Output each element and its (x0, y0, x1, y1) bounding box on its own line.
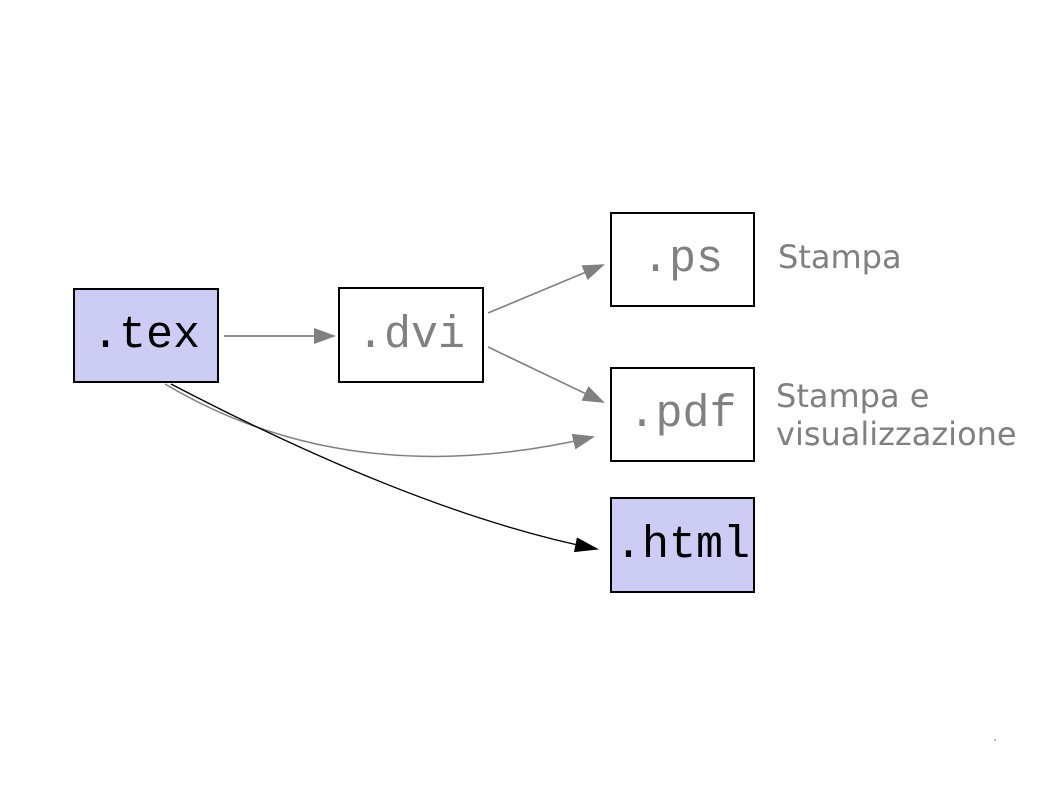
node-tex-label: .tex (91, 310, 201, 361)
edge-tex-to-pdf-curved-arrow (164, 383, 595, 458)
edge-tex-to-html-curved-arrow (170, 383, 599, 553)
annotation-ps: Stampa (778, 238, 902, 276)
annotation-ps-line1: Stampa (778, 238, 902, 276)
node-dvi-label: .dvi (356, 309, 466, 361)
node-dvi: .dvi (338, 287, 484, 383)
node-ps-label: .ps (641, 234, 723, 285)
node-pdf: .pdf (610, 367, 755, 462)
node-html-label: .html (614, 519, 751, 571)
node-tex: .tex (73, 288, 219, 383)
annotation-pdf-line2: visualizzazione (776, 415, 1017, 453)
edge-dvi-to-ps-arrow (487, 264, 605, 314)
node-ps: .ps (610, 212, 755, 307)
annotation-pdf-line1: Stampa e (776, 377, 930, 415)
stray-dot: . (993, 730, 998, 745)
node-pdf-label: .pdf (628, 389, 737, 440)
annotation-pdf: Stampa e visualizzazione (776, 377, 1017, 453)
node-html: .html (610, 497, 755, 593)
edge-dvi-to-pdf-arrow (487, 346, 605, 403)
